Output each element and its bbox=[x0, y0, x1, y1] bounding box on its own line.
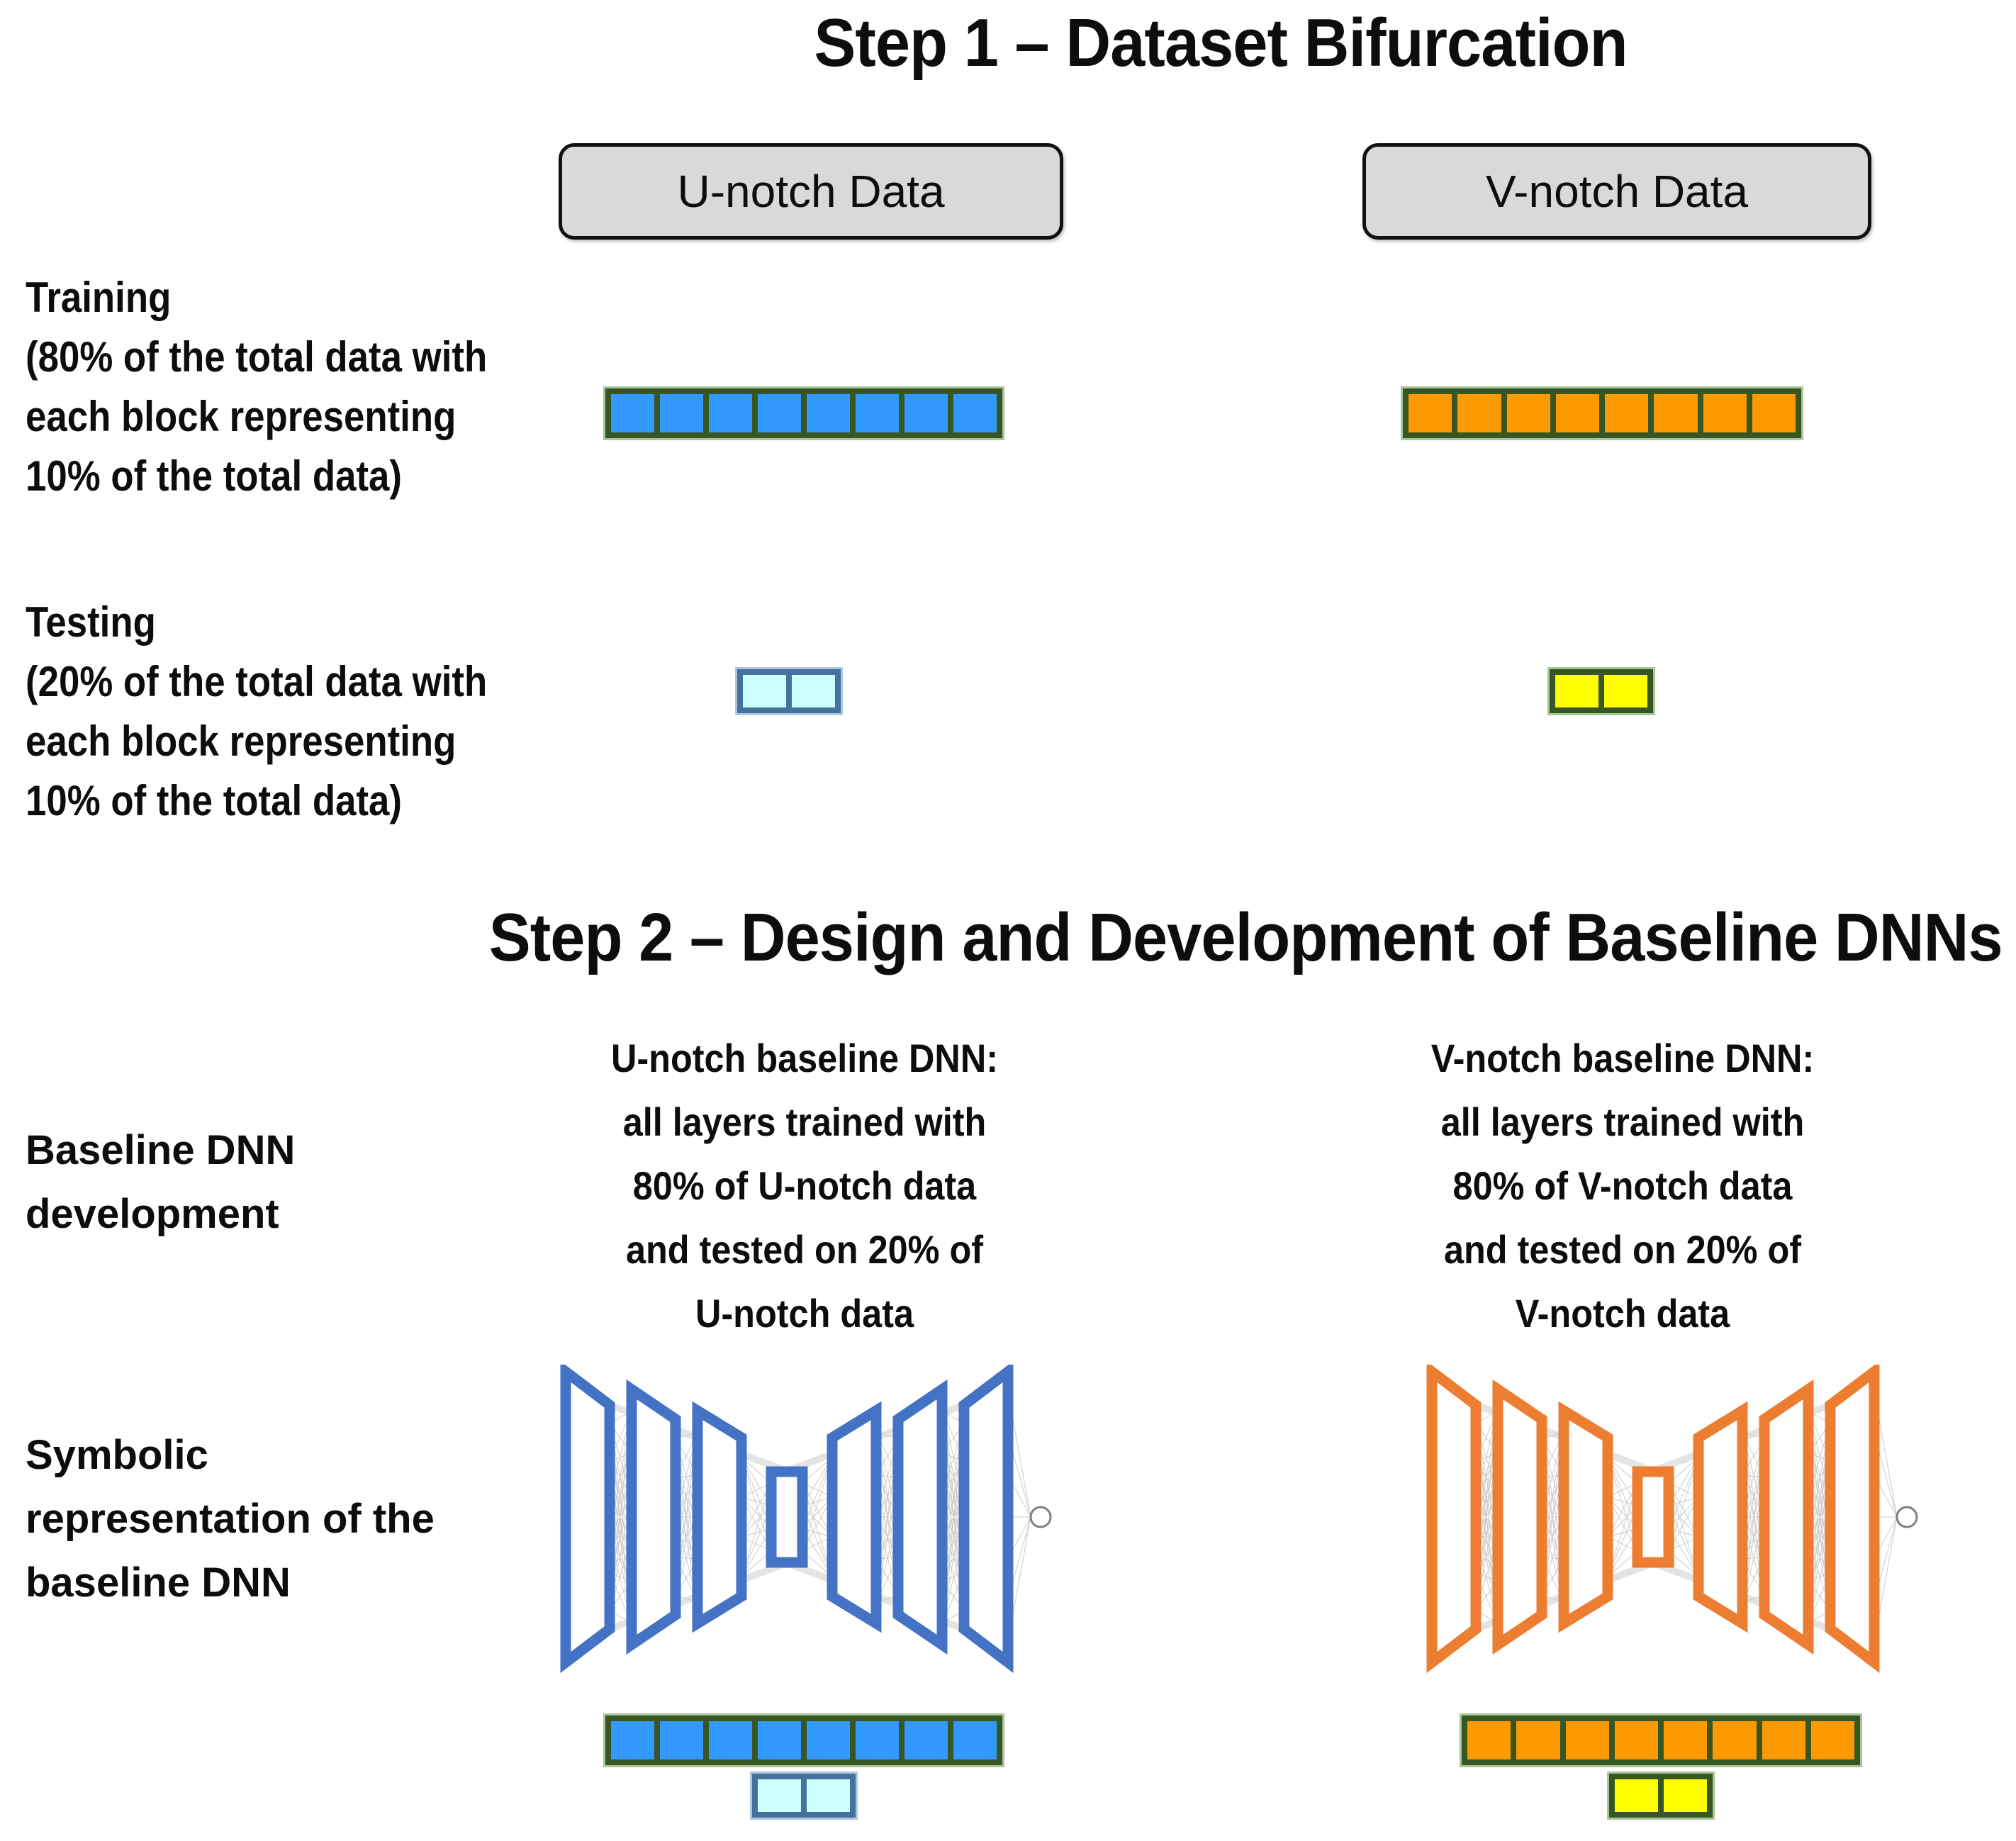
data-block bbox=[899, 1721, 948, 1759]
u-testing-bar-bottom bbox=[752, 1774, 856, 1818]
data-block bbox=[948, 1721, 997, 1759]
data-block bbox=[1608, 1721, 1658, 1759]
data-block bbox=[1598, 675, 1647, 707]
data-block bbox=[1805, 1721, 1854, 1759]
u-dnn-diagram bbox=[560, 1365, 1052, 1674]
u-testing-bar bbox=[737, 669, 841, 713]
data-block bbox=[801, 1779, 850, 1812]
data-block bbox=[1467, 1721, 1511, 1759]
v-notch-chip-label: V-notch Data bbox=[1486, 166, 1748, 217]
data-block bbox=[611, 1721, 654, 1759]
data-block bbox=[1501, 394, 1550, 432]
step2-title: Step 2 – Design and Development of Basel… bbox=[488, 900, 2003, 975]
u-notch-chip-label: U-notch Data bbox=[677, 166, 945, 217]
data-block bbox=[1555, 675, 1598, 707]
data-block bbox=[1452, 394, 1501, 432]
u-training-bar-bottom bbox=[605, 1716, 1002, 1765]
u-training-bar bbox=[605, 388, 1002, 438]
data-block bbox=[786, 675, 835, 707]
data-block bbox=[752, 394, 801, 432]
u-notch-data-chip[interactable]: U-notch Data bbox=[559, 143, 1063, 240]
data-block bbox=[752, 1721, 801, 1759]
data-block bbox=[1658, 1779, 1707, 1812]
data-block bbox=[654, 1721, 703, 1759]
v-testing-bar bbox=[1550, 669, 1653, 713]
v-testing-bar-bottom bbox=[1609, 1774, 1713, 1818]
data-block bbox=[654, 394, 703, 432]
data-block bbox=[1559, 1721, 1609, 1759]
v-dnn-diagram bbox=[1426, 1365, 1918, 1674]
data-block bbox=[703, 394, 752, 432]
symbolic-representation-label: Symbolic representation of the baseline … bbox=[26, 1432, 435, 1606]
data-block bbox=[801, 1721, 850, 1759]
data-block bbox=[948, 394, 997, 432]
u-baseline-dnn-header: U-notch baseline DNN: all layers trained… bbox=[610, 1036, 999, 1336]
baseline-dnn-development-label: Baseline DNN development bbox=[26, 1127, 296, 1237]
data-block bbox=[743, 675, 786, 707]
data-block bbox=[1550, 394, 1599, 432]
data-block bbox=[1648, 394, 1698, 432]
data-block bbox=[801, 394, 850, 432]
v-baseline-dnn-header: V-notch baseline DNN: all layers trained… bbox=[1430, 1036, 1815, 1336]
testing-label: Testing (20% of the total data with each… bbox=[26, 598, 488, 824]
data-block bbox=[1615, 1779, 1658, 1812]
data-block bbox=[1707, 1721, 1757, 1759]
training-label: Training (80% of the total data with eac… bbox=[26, 274, 488, 500]
data-block bbox=[1409, 394, 1452, 432]
data-block bbox=[850, 1721, 899, 1759]
data-block bbox=[850, 394, 899, 432]
data-block bbox=[1756, 1721, 1805, 1759]
v-training-bar bbox=[1403, 388, 1801, 438]
data-block bbox=[1599, 394, 1649, 432]
data-block bbox=[611, 394, 654, 432]
data-block bbox=[1511, 1721, 1560, 1759]
data-block bbox=[758, 1779, 801, 1812]
data-block bbox=[1746, 394, 1796, 432]
data-block bbox=[703, 1721, 752, 1759]
v-training-bar-bottom bbox=[1462, 1716, 1860, 1765]
data-block bbox=[1658, 1721, 1708, 1759]
step1-title: Step 1 – Dataset Bifurcation bbox=[814, 5, 1628, 81]
v-notch-data-chip[interactable]: V-notch Data bbox=[1362, 143, 1871, 240]
data-block bbox=[899, 394, 948, 432]
data-block bbox=[1697, 394, 1747, 432]
